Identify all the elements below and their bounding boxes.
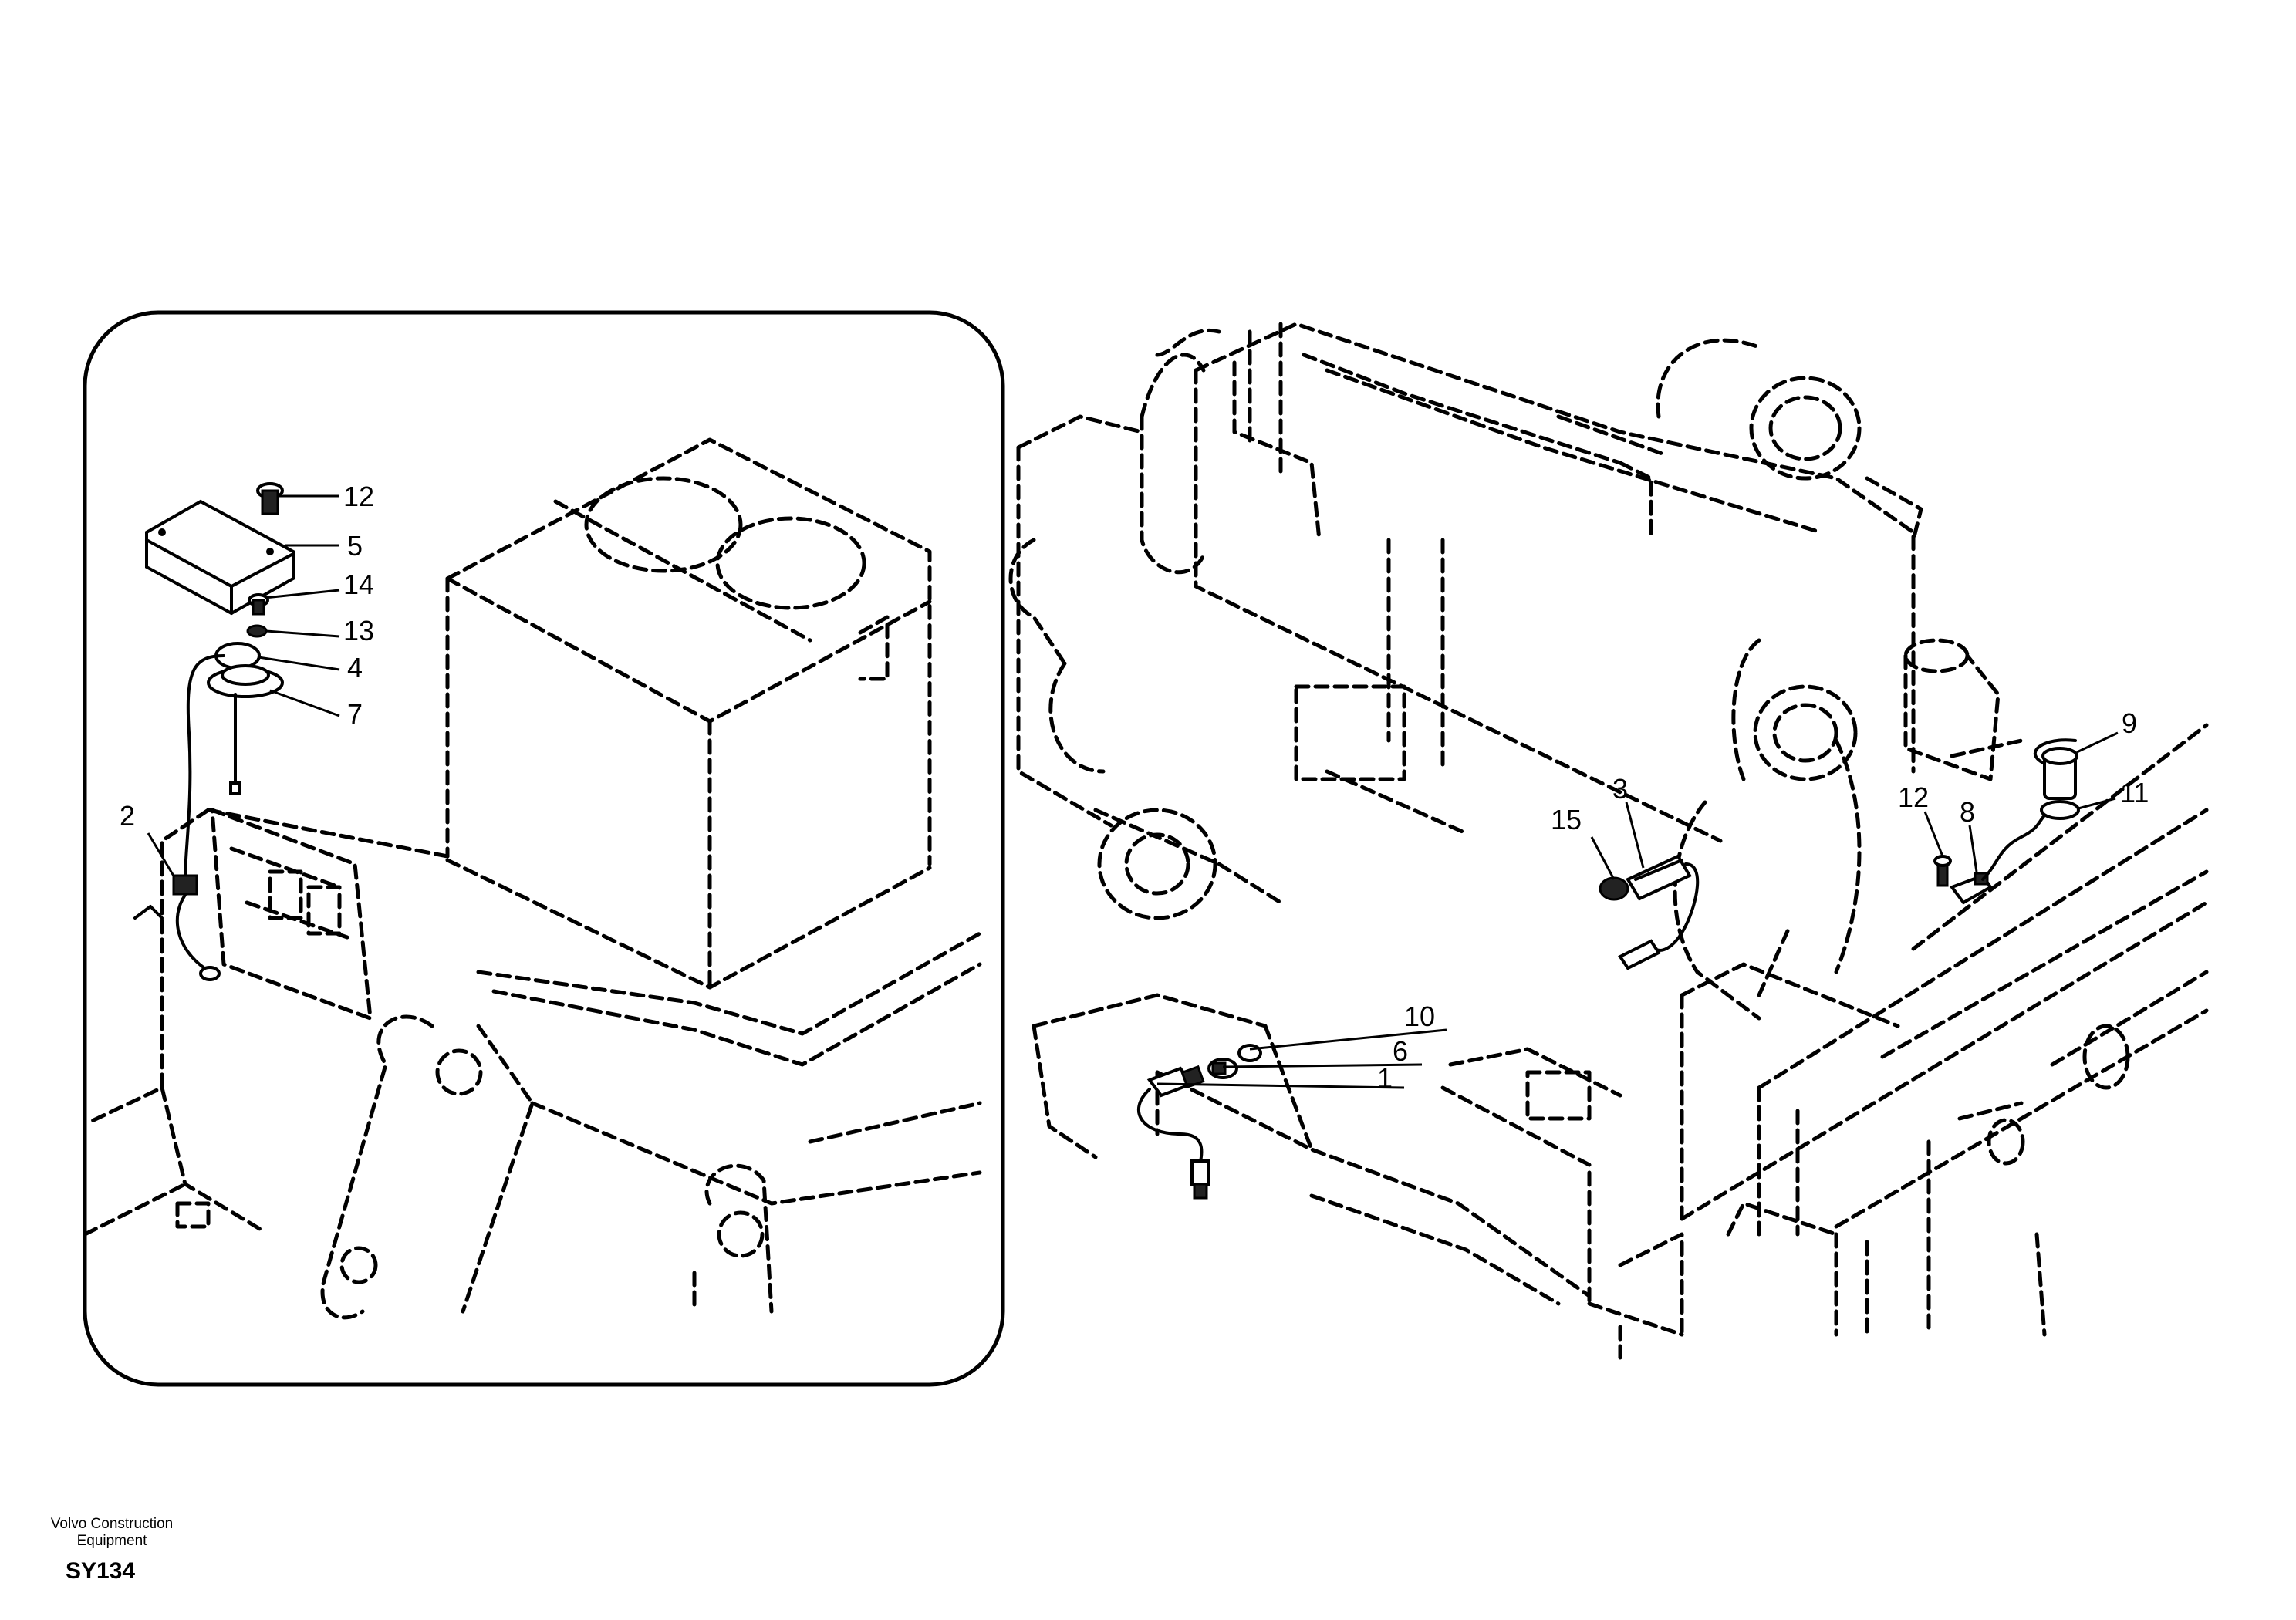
main-engine-view: 15 3 10 6 1 12 8 9 11	[1008, 322, 2209, 1360]
engine-outline	[1008, 322, 1923, 920]
adapter-part	[1207, 1058, 1238, 1079]
callout-3: 3	[1612, 773, 1628, 805]
company-line-1: Volvo Construction	[50, 1516, 174, 1532]
callout-13: 13	[343, 615, 374, 646]
callout-8: 8	[1960, 796, 1975, 828]
callout-12-main: 12	[1898, 781, 1929, 813]
inset-control-valve	[210, 808, 373, 1021]
screw-part	[248, 593, 269, 616]
callout-10: 10	[1404, 1001, 1435, 1032]
inset-bolt-part	[256, 482, 284, 515]
callout-12-inset: 12	[343, 481, 374, 512]
callout-9: 9	[2122, 707, 2137, 739]
inset-detail-view: 12 5 14 13 4 7 2	[83, 310, 1005, 1387]
main-screw-part	[1933, 855, 1952, 887]
chassis-outline	[1032, 723, 2209, 1360]
callout-2: 2	[120, 800, 135, 832]
company-name: Volvo Construction Equipment	[31, 1516, 193, 1550]
inset-frame-outline	[83, 808, 982, 1320]
callout-6: 6	[1393, 1035, 1408, 1067]
inset-tank-outline	[445, 437, 932, 990]
callout-5: 5	[347, 530, 363, 562]
callout-1: 1	[1377, 1062, 1393, 1094]
callout-15: 15	[1551, 804, 1582, 835]
pressure-sensor-part	[1136, 1065, 1210, 1200]
company-line-2: Equipment	[76, 1533, 147, 1549]
temperature-sensor-part	[1599, 854, 1700, 970]
sender-part	[2033, 738, 2078, 800]
callout-11: 11	[2120, 777, 2149, 808]
callout-14: 14	[343, 569, 374, 600]
inset-frame	[83, 310, 1005, 1387]
callout-7: 7	[347, 698, 363, 730]
drawing-code: SY134	[66, 1558, 136, 1584]
washer-part	[246, 624, 268, 638]
level-sensor-part	[133, 642, 284, 981]
sealing-ring-part	[2040, 800, 2080, 820]
cover-plate-part	[145, 499, 295, 616]
engine-right-components	[1673, 638, 2024, 1021]
callout-4: 4	[347, 652, 363, 683]
level-switch-part	[1949, 808, 2054, 905]
